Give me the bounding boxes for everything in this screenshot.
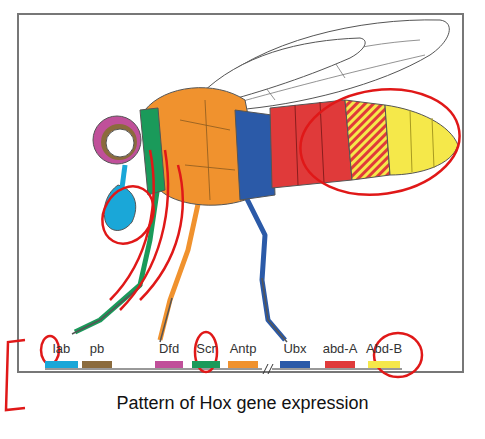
legend-label: lab: [53, 342, 70, 356]
legend-label: Scr: [196, 342, 216, 356]
legend-swatch: [368, 361, 400, 368]
annotation: [6, 79, 466, 410]
caption: Pattern of Hox gene expression: [0, 393, 485, 414]
legend-swatch: [45, 361, 78, 368]
head: [93, 116, 141, 164]
leg: [75, 185, 158, 332]
segment: [235, 110, 275, 200]
leg: [245, 195, 285, 340]
legend-swatch: [228, 361, 258, 368]
legend-label: Dfd: [159, 342, 179, 356]
legend-swatch: [280, 361, 310, 368]
legend-label: abd-A: [323, 342, 358, 356]
legend-swatch: [155, 361, 183, 368]
legend-label: pb: [90, 342, 104, 356]
legend-label: Antp: [230, 342, 257, 356]
legend-swatch: [325, 361, 355, 368]
legend-label: Ubx: [283, 342, 306, 356]
legend-swatch: [192, 361, 220, 368]
legend-label: Abd-B: [366, 342, 402, 356]
legend-swatch: [82, 361, 112, 368]
mouthparts: [104, 185, 135, 230]
axis-break: [263, 364, 273, 374]
